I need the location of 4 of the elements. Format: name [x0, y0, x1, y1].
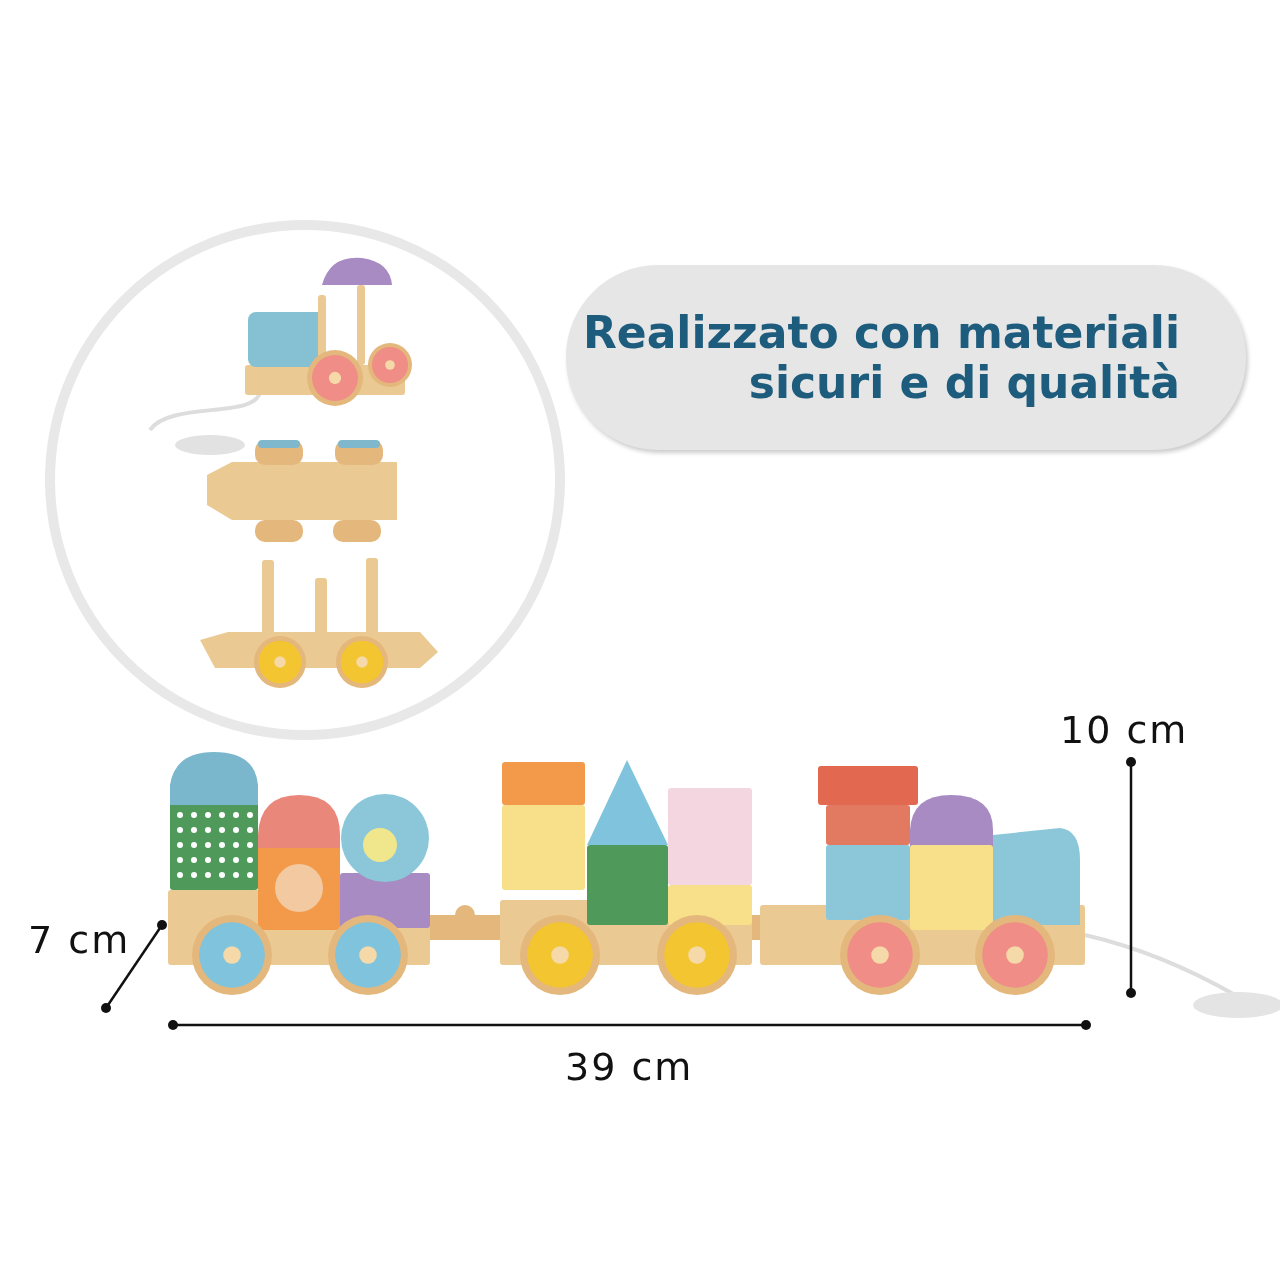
dimension-label: 7 cm — [28, 918, 131, 962]
dimension-label: 39 cm — [565, 1045, 694, 1089]
dimension-label: 10 cm — [1060, 708, 1189, 752]
banner-text: Realizzato con materiali sicuri e di qualità — [581, 307, 1180, 408]
